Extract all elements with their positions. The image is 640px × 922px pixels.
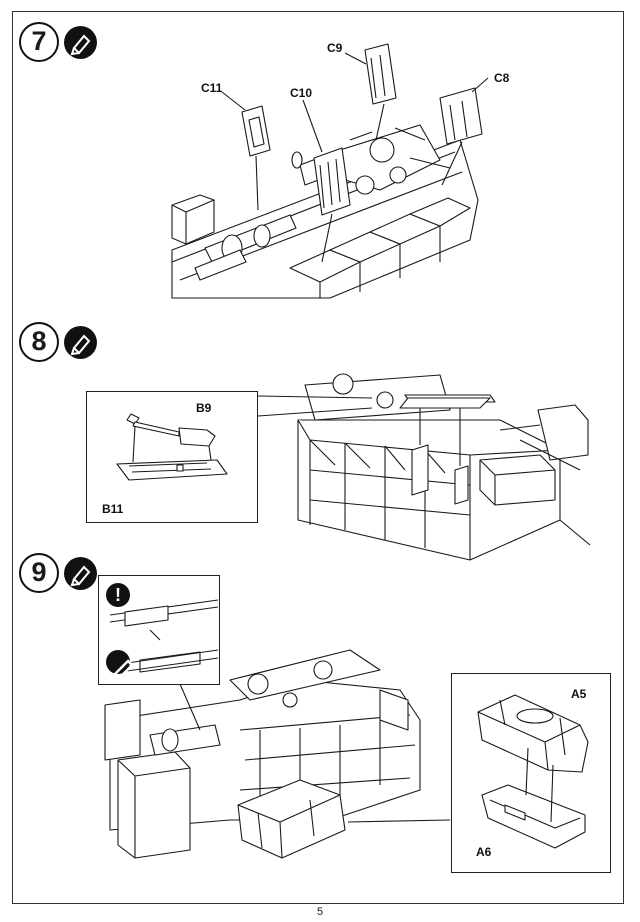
step9-tank-inset <box>451 673 611 873</box>
part-label-c11: C11 <box>201 81 223 95</box>
part-c8-plate <box>440 88 482 144</box>
step9-chassis-drawing <box>105 650 420 858</box>
part-label-b9: B9 <box>196 401 212 415</box>
warning-icon: ! <box>106 583 130 607</box>
part-label-b11: B11 <box>102 502 124 516</box>
cement-glue-icon <box>64 26 97 59</box>
part-a6 <box>482 785 585 848</box>
page-number: 5 <box>316 906 324 918</box>
cement-glue-icon <box>64 557 97 590</box>
part-label-a6: A6 <box>476 845 492 859</box>
part-label-c9: C9 <box>327 41 343 55</box>
part-label-a5: A5 <box>571 687 587 701</box>
cement-glue-icon <box>64 326 97 359</box>
step9-tank-inset-drawing <box>478 695 588 848</box>
step-9-number: 9 <box>19 553 59 593</box>
step8-shovel-inset <box>86 391 258 523</box>
part-c10-plate <box>314 148 350 215</box>
step-7-number: 7 <box>19 22 59 62</box>
step-8-number: 8 <box>19 322 59 362</box>
part-label-c8: C8 <box>494 71 510 85</box>
step9-warning-inset <box>98 575 220 685</box>
part-a5 <box>478 695 588 772</box>
knife-cut-icon <box>106 650 134 681</box>
part-label-c10: C10 <box>290 86 313 100</box>
page-frame <box>12 11 624 904</box>
shovel-drawing <box>116 413 228 481</box>
part-c9-plate <box>365 44 396 104</box>
fuel-tank-assembled <box>238 780 345 858</box>
step9-warning-inset-drawing <box>110 600 218 672</box>
part-c11-plate <box>242 106 270 156</box>
step8-chassis-drawing <box>298 374 590 560</box>
step7-chassis-drawing <box>172 44 488 298</box>
